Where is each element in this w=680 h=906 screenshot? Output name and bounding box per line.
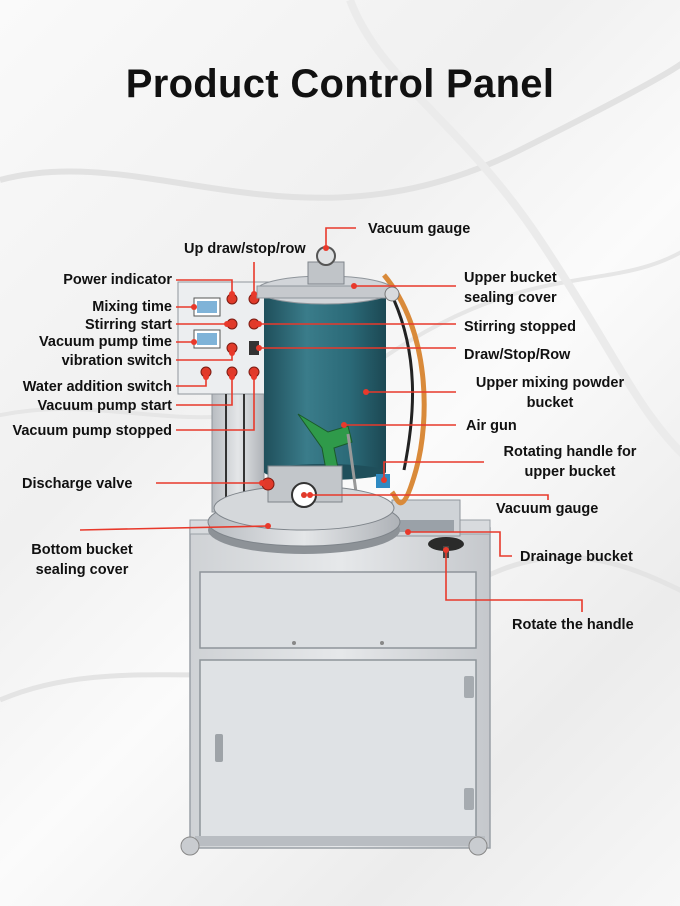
label-power-indicator: Power indicator <box>63 272 172 288</box>
label-vacuum-pump-time: Vacuum pump time <box>39 334 172 350</box>
hose <box>382 273 427 506</box>
door-lock <box>215 734 223 762</box>
label-draw-stop-row: Draw/Stop/Row <box>464 347 571 363</box>
label-rotating-handle-1: Rotating handle for <box>503 444 637 460</box>
label-vacuum-gauge-bottom: Vacuum gauge <box>496 501 599 517</box>
label-upper-mixing-1: Upper mixing powder <box>475 375 625 391</box>
label-upper-bucket-1: Upper bucket <box>464 270 557 286</box>
label-water-addition-switch: Water addition switch <box>22 379 172 395</box>
label-bottom-bucket-2: sealing cover <box>35 562 129 578</box>
control-panel <box>177 281 271 513</box>
label-drainage-bucket: Drainage bucket <box>520 549 633 565</box>
bottom-bucket <box>207 465 401 554</box>
label-stirring-stopped: Stirring stopped <box>464 319 576 335</box>
label-air-gun: Air gun <box>466 418 517 434</box>
label-rotating-handle-2: upper bucket <box>524 464 616 480</box>
drainage-tray <box>391 499 461 537</box>
page-title: Product Control Panel <box>125 62 555 106</box>
label-up-draw-stop-row: Up draw/stop/row <box>184 241 306 257</box>
leader-dots <box>191 245 449 553</box>
label-vacuum-gauge-top: Vacuum gauge <box>368 221 471 237</box>
air-gun <box>297 413 358 493</box>
label-upper-mixing-2: bucket <box>526 395 574 411</box>
cabinet-door <box>199 659 477 841</box>
label-bottom-bucket-1: Bottom bucket <box>31 542 133 558</box>
label-vacuum-pump-start: Vacuum pump start <box>37 398 172 414</box>
label-upper-bucket-2: sealing cover <box>464 290 557 306</box>
label-vibration-switch: vibration switch <box>61 353 172 369</box>
label-stirring-start: Stirring start <box>84 317 172 333</box>
label-discharge-valve: Discharge valve <box>22 476 133 492</box>
cabinet <box>180 519 491 856</box>
label-rotate-the-handle: Rotate the handle <box>512 617 634 633</box>
drawer-panel <box>199 571 477 649</box>
label-vacuum-pump-stopped: Vacuum pump stopped <box>12 423 172 439</box>
label-mixing-time: Mixing time <box>92 299 172 315</box>
